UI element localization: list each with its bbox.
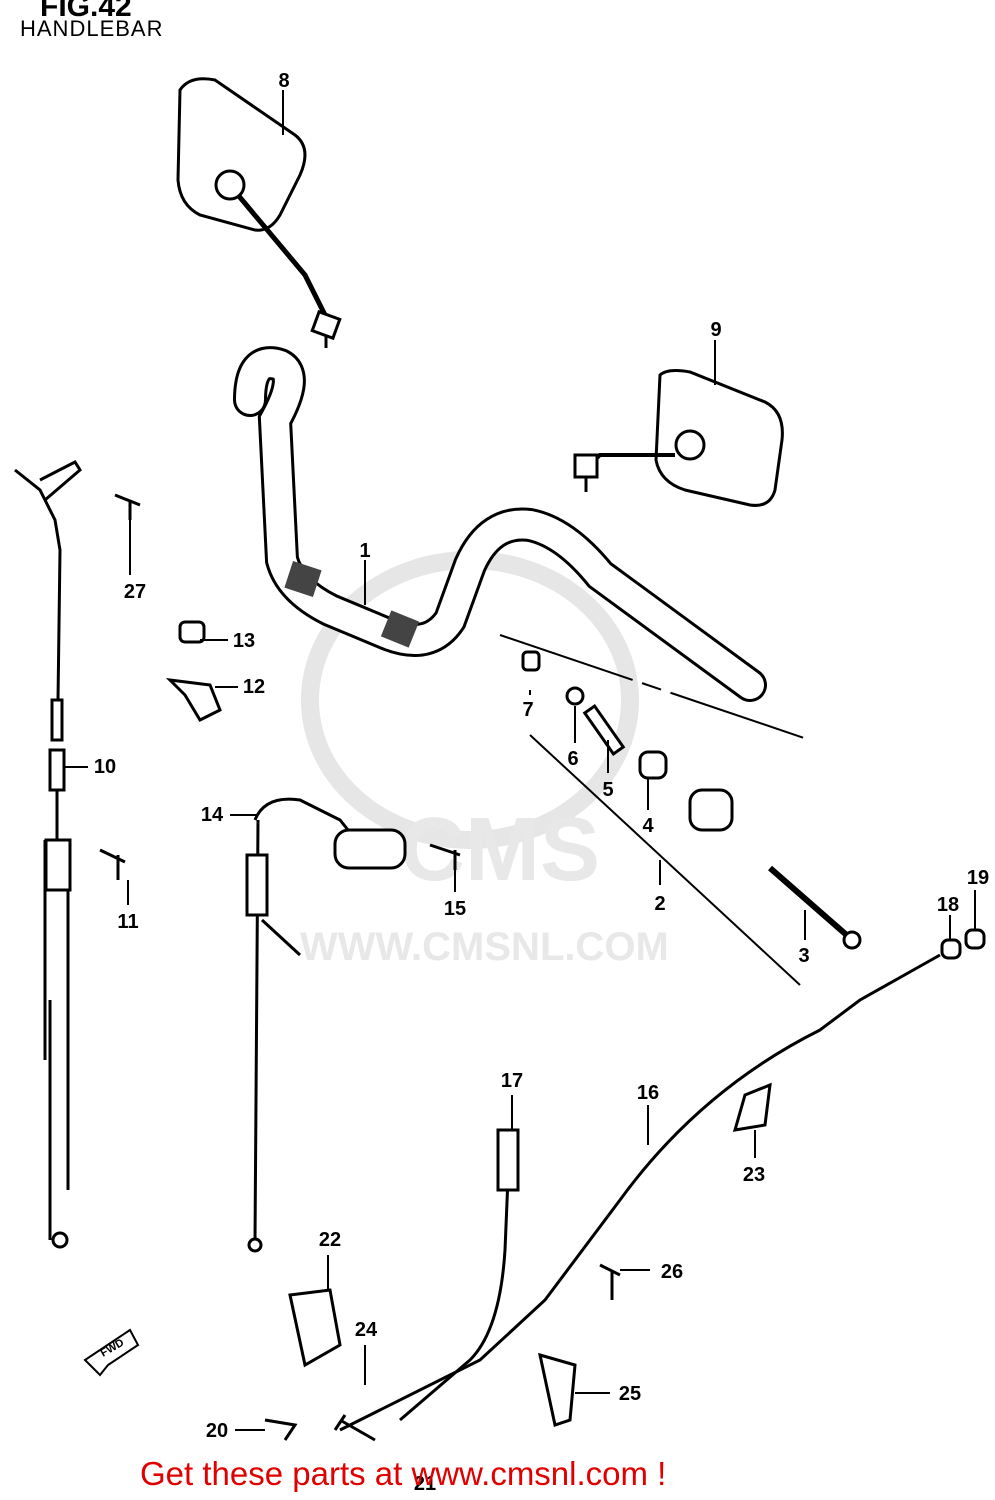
- label-part-20: 20: [206, 1420, 228, 1442]
- handlebar: [233, 346, 767, 702]
- label-part-26: 26: [661, 1261, 683, 1283]
- clamp-group: [499, 634, 862, 986]
- mirror-right: [573, 369, 784, 507]
- label-part-14: 14: [201, 804, 224, 826]
- watermark-logo-text: CMS: [400, 800, 600, 900]
- part-labels: 1 2 3 4 5 6 7 8 9 10 11 12 13 14 15 16 1…: [94, 70, 989, 1495]
- cable-16-17: [339, 953, 941, 1432]
- label-part-5: 5: [602, 779, 613, 801]
- parts-shop-link[interactable]: Get these parts at www.cmsnl.com !: [140, 1455, 667, 1492]
- label-part-3: 3: [798, 945, 809, 967]
- page-title: HANDLEBAR: [20, 16, 164, 41]
- label-part-27: 27: [124, 581, 146, 603]
- label-part-21: 21: [414, 1473, 436, 1495]
- label-part-11: 11: [117, 911, 138, 933]
- label-part-17: 17: [501, 1070, 523, 1092]
- label-part-6: 6: [567, 748, 578, 770]
- label-part-10: 10: [94, 756, 116, 778]
- label-part-19: 19: [967, 867, 989, 889]
- watermark-url-text: WWW.CMSNL.COM: [300, 925, 669, 969]
- label-part-23: 23: [743, 1164, 765, 1186]
- label-part-24: 24: [355, 1319, 378, 1341]
- label-part-16: 16: [637, 1082, 659, 1104]
- label-part-18: 18: [937, 894, 959, 916]
- label-part-22: 22: [319, 1229, 341, 1251]
- figure-number: FIG.42: [40, 0, 132, 23]
- label-part-8: 8: [278, 70, 289, 92]
- label-part-9: 9: [710, 319, 721, 341]
- small-parts: [99, 493, 986, 1442]
- label-part-7: 7: [522, 699, 533, 721]
- label-part-12: 12: [243, 676, 265, 698]
- mirror-left: [176, 77, 342, 348]
- label-part-15: 15: [444, 898, 466, 920]
- leader-lines: [65, 90, 976, 1431]
- label-part-1: 1: [359, 540, 370, 562]
- label-part-2: 2: [654, 893, 665, 915]
- fwd-arrow: FWD: [83, 1328, 140, 1377]
- label-part-13: 13: [233, 630, 255, 652]
- label-part-4: 4: [642, 815, 654, 837]
- cable-14: [245, 797, 407, 1253]
- label-part-25: 25: [619, 1383, 641, 1405]
- cable-left: [14, 460, 82, 1249]
